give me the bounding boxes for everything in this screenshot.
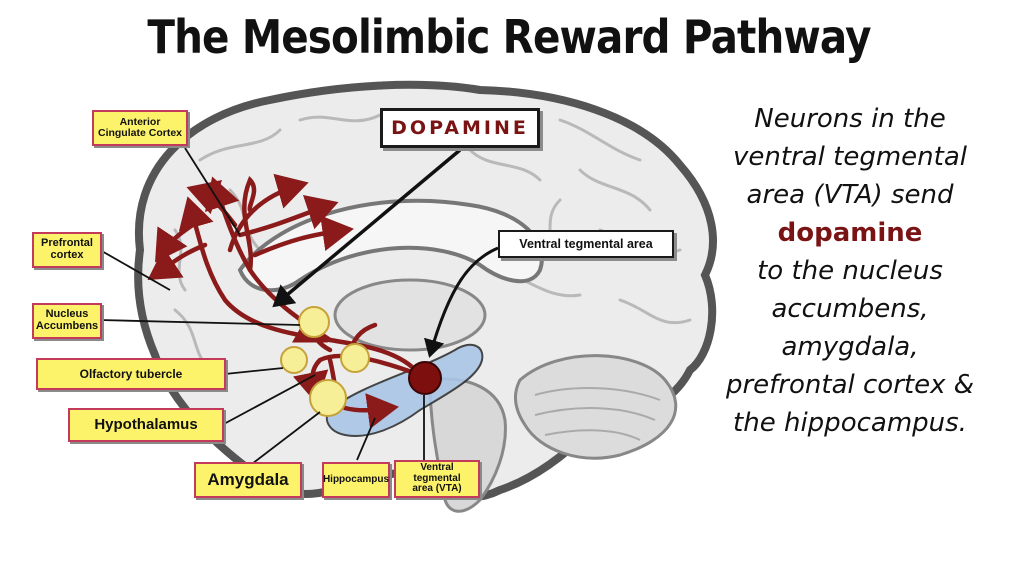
label-prefrontal-line2: cortex [50, 249, 84, 261]
dopamine-callout: DOPAMINE [380, 108, 540, 148]
side-explanation: Neurons in the ventral tegmental area (V… [700, 100, 1000, 442]
leader-lines [99, 147, 425, 471]
side-line-8: the hippocampus. [733, 408, 967, 438]
label-olfactory-tubercle: Olfactory tubercle [36, 358, 226, 390]
label-vta-line1: Ventral tegmental [413, 462, 461, 484]
cerebellum-folia [534, 387, 661, 441]
cerebellum [513, 354, 678, 460]
label-amygdala: Amygdala [194, 462, 302, 498]
label-anterior-cingulate-line2: Cingulate Cortex [97, 127, 182, 139]
label-prefrontal-line1: Prefrontal [41, 237, 93, 250]
amygdala-circle [309, 379, 347, 417]
label-vta-line2: area (VTA) [412, 483, 462, 495]
label-anterior-cingulate: Anterior Cingulate Cortex [92, 110, 188, 146]
label-nucleus-line2: Accumbens [35, 320, 99, 332]
dopamine-arrow [272, 148, 462, 308]
side-line-1: Neurons in the [754, 104, 946, 134]
dopamine-pathways [147, 173, 423, 429]
hypothalamus-circle [340, 343, 370, 373]
side-line-4: to the nucleus [757, 256, 943, 286]
thalamus [333, 278, 487, 352]
side-line-6: amygdala, [781, 332, 919, 362]
label-nucleus-line1: Nucleus [45, 308, 89, 321]
side-line-3: area (VTA) send [746, 180, 954, 210]
label-hypothalamus: Hypothalamus [68, 408, 224, 442]
label-prefrontal: Prefrontal cortex [32, 232, 102, 268]
vta-circle [408, 361, 442, 395]
nucleus-accumbens-circle [298, 306, 330, 338]
side-line-5: accumbens, [771, 294, 929, 324]
side-highlight-dopamine: dopamine [777, 218, 923, 248]
side-line-2: ventral tegmental [732, 142, 967, 172]
label-nucleus-accumbens: Nucleus Accumbens [32, 303, 102, 339]
vta-arrow [424, 246, 499, 358]
page-title: The Mesolimbic Reward Pathway [147, 10, 871, 64]
nuclei-circles [280, 306, 370, 417]
vta-callout: Ventral tegmental area [498, 230, 674, 258]
side-line-7: prefrontal cortex & [725, 370, 975, 400]
label-hippocampus: Hippocampus [322, 462, 390, 498]
label-vta: Ventral tegmental area (VTA) [394, 460, 480, 498]
olfactory-circle [280, 346, 308, 374]
label-anterior-cingulate-line1: Anterior [119, 115, 161, 128]
